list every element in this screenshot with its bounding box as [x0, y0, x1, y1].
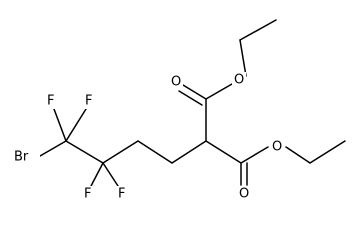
- bond-ch2-ch3-upper: [239, 19, 277, 41]
- bond-c2-c3: [102, 140, 139, 164]
- chemical-structure: Br F F F F O O O O: [14, 19, 346, 202]
- bond-c2-f4: [102, 162, 119, 187]
- atom-f-upper-left: F: [47, 94, 54, 109]
- bond-oel-ch2: [285, 146, 311, 164]
- bond-c1-c2: [65, 140, 104, 164]
- bond-ch2-ch3-lower: [309, 140, 346, 164]
- bonds: [39, 19, 346, 187]
- atom-o-ester-upper: O: [234, 73, 244, 88]
- atom-f-upper-right: F: [85, 94, 92, 109]
- bond-c1-f1: [53, 108, 67, 142]
- bond-br-c1: [39, 140, 67, 157]
- atom-o-carbonyl-upper: O: [171, 75, 181, 90]
- atom-f-lower-right: F: [118, 187, 125, 202]
- bond-cu-ou-double-a: [182, 84, 207, 100]
- bond-c4-c5: [171, 140, 207, 164]
- bond-c2-f3: [90, 162, 104, 187]
- bond-cu-ou-double-b: [178, 90, 203, 106]
- bond-cl-oel: [240, 146, 269, 164]
- bond-cu-oeu: [205, 83, 233, 100]
- atom-f-lower-left: F: [84, 187, 91, 202]
- atom-labels: Br F F F F O O O O: [14, 72, 284, 202]
- bond-c3-c4: [137, 140, 173, 164]
- bond-c5-cl: [205, 140, 242, 164]
- atom-br: Br: [14, 150, 29, 165]
- atom-o-carbonyl-lower: O: [239, 187, 249, 202]
- atom-o-ester-lower: O: [272, 140, 282, 155]
- bond-c1-f2: [65, 108, 87, 142]
- bond-oeu-ch2: [239, 39, 247, 77]
